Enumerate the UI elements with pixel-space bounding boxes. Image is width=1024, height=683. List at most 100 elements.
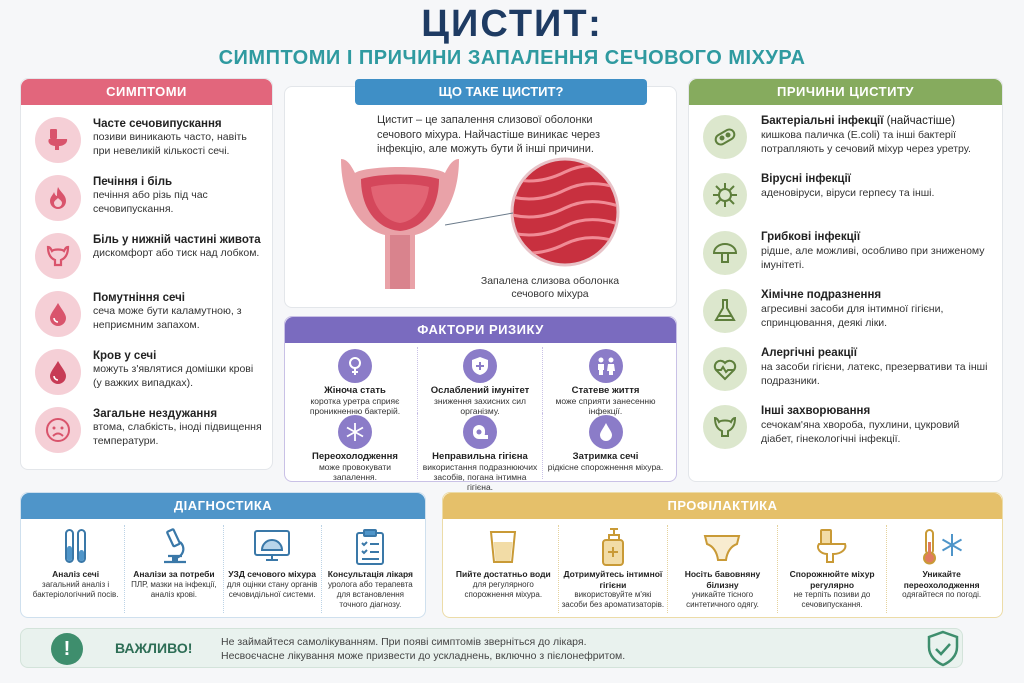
- important-banner: ! ВАЖЛИВО! Не займайтеся самолікуванням.…: [20, 628, 963, 668]
- symptom-desc: дискомфорт або тиск над лобком.: [93, 247, 260, 259]
- symptom-item: Печіння і біль печіння або різь під час …: [35, 171, 262, 229]
- prevention-heading: ПРОФІЛАКТИКА: [443, 493, 1002, 519]
- prevention-panel: ПРОФІЛАКТИКА Пийте достатньо води для ре…: [442, 492, 1003, 618]
- risk-title: Ослаблений імунітет: [430, 385, 530, 396]
- diagnostic-item: Аналізи за потреби ПЛР, мазки на інфекці…: [125, 525, 224, 613]
- couple-icon: [588, 349, 623, 383]
- underwear-icon: [671, 525, 774, 569]
- causes-heading: ПРИЧИНИ ЦИСТИТУ: [689, 79, 1002, 105]
- drop-icon: [588, 415, 623, 449]
- cause-desc: рідше, але можливі, особливо при знижено…: [761, 245, 985, 271]
- diagnostic-title: Консультація лікаря: [327, 569, 414, 579]
- symptom-desc: можуть з'являтися домішки крові (у важки…: [93, 363, 254, 389]
- symptom-title: Кров у сечі: [93, 350, 157, 362]
- symptoms-panel: СИМПТОМИ Часте сечовипускання позиви вин…: [20, 78, 273, 470]
- exclamation-icon: !: [51, 633, 83, 665]
- soap-bottle-icon: [562, 525, 665, 569]
- cause-item: Бактеріальні інфекції (найчастіше) кишко…: [703, 111, 992, 169]
- prevention-desc: використовуйте м'які засоби без ароматиз…: [561, 590, 665, 609]
- diagnostic-item: Консультація лікаря уролога або терапевт…: [322, 525, 419, 613]
- risk-item: Неправильна гігієна використання подразн…: [418, 413, 543, 492]
- cause-item: Хімічне подразнення агресивні засоби для…: [703, 285, 992, 343]
- female-icon: [338, 349, 372, 383]
- diagnostic-title: Аналізи за потреби: [133, 569, 215, 579]
- risk-item: Затримка сечі рідкісне спорожнення міхур…: [543, 413, 668, 479]
- prevention-title: Дотримуйтесь інтимної гігієни: [563, 569, 663, 590]
- cause-desc: сечокам'яна хвороба, пухлини, цукровий д…: [761, 419, 960, 445]
- important-line-1: Не займайтеся самолікуванням. При появі …: [221, 636, 587, 648]
- cause-desc: аденовіруси, віруси герпесу та інші.: [761, 187, 935, 199]
- symptom-title: Печіння і біль: [93, 176, 173, 188]
- diagnostics-heading: ДІАГНОСТИКА: [21, 493, 425, 519]
- diagnostic-title: УЗД сечового міхура: [228, 569, 316, 579]
- page-subtitle: СИМПТОМИ І ПРИЧИНИ ЗАПАЛЕННЯ СЕЧОВОГО МІ…: [218, 47, 806, 69]
- header: ЦИСТИТ: СИМПТОМИ І ПРИЧИНИ ЗАПАЛЕННЯ СЕЧ…: [0, 0, 1024, 70]
- microscope-icon: [128, 525, 219, 569]
- cause-item: Грибкові інфекції рідше, але можливі, ос…: [703, 227, 992, 285]
- risk-desc: може сприяти занесенню інфекції.: [555, 396, 656, 416]
- cause-item: Інші захворювання сечокам'яна хвороба, п…: [703, 401, 992, 459]
- symptom-title: Часте сечовипускання: [93, 118, 222, 130]
- diagnostic-desc: уролога або терапевта для встановлення т…: [327, 579, 413, 609]
- symptoms-heading: СИМПТОМИ: [21, 79, 272, 105]
- cause-item: Вірусні інфекції аденовіруси, віруси гер…: [703, 169, 992, 227]
- page-title: ЦИСТИТ:: [421, 3, 603, 45]
- diagnostic-item: Аналіз сечі загальний аналіз і бактеріол…: [27, 525, 126, 613]
- drop-icon: [35, 291, 81, 337]
- blood-drop-icon: [35, 349, 81, 395]
- risk-desc: використання подразнюючих засобів, поган…: [422, 462, 538, 492]
- risk-title: Статеве життя: [571, 385, 640, 396]
- symptom-desc: позиви виникають часто, навіть при невел…: [93, 131, 247, 157]
- test-tubes-icon: [30, 525, 121, 569]
- snowflake-icon: [338, 415, 372, 449]
- risk-desc: коротка уретра сприяє проникненню бактер…: [309, 396, 401, 416]
- prevention-item: Спорожнюйте міхур регулярно не терпіть п…: [778, 525, 888, 613]
- risk-title: Затримка сечі: [572, 451, 639, 462]
- diagnostics-panel: ДІАГНОСТИКА Аналіз сечі загальний аналіз…: [20, 492, 426, 618]
- prevention-desc: уникайте тісного синтетичного одягу.: [686, 590, 759, 609]
- symptom-desc: втома, слабкість, іноді підвищення темпе…: [93, 421, 262, 447]
- prevention-desc: для регулярного спорожнення міхура.: [464, 579, 543, 599]
- risk-title: Жіноча стать: [324, 385, 386, 396]
- causes-panel: ПРИЧИНИ ЦИСТИТУ Бактеріальні інфекції (н…: [688, 78, 1003, 482]
- flask-icon: [703, 289, 747, 333]
- whatis-text: Цистит – це запалення слизової оболонки …: [377, 114, 601, 155]
- symptom-item: Помутніння сечі сеча може бути каламутно…: [35, 287, 262, 345]
- symptom-desc: печіння або різь під час сечовипускання.: [93, 189, 208, 215]
- cause-title: Грибкові інфекції: [761, 231, 861, 243]
- prevention-title: Пийте достатньо води: [455, 569, 551, 579]
- prevention-title: Носіть бавовняну білизну: [684, 569, 761, 590]
- risk-item: Ослаблений імунітет зниження захисних си…: [418, 347, 543, 416]
- risk-desc: рідкісне спорожнення міхура.: [547, 462, 664, 472]
- symptom-title: Біль у нижній частині живота: [93, 234, 261, 246]
- symptoms-list: Часте сечовипускання позиви виникають ча…: [21, 105, 272, 461]
- whatis-heading: ЩО ТАКЕ ЦИСТИТ?: [355, 79, 647, 105]
- cause-item: Алергічні реакції на засоби гігієни, лат…: [703, 343, 992, 401]
- flame-icon: [35, 175, 81, 221]
- important-line-2: Несвоєчасне лікування може призвести до …: [221, 650, 626, 662]
- symptom-desc: сеча може бути каламутною, з неприємним …: [93, 305, 242, 331]
- bladder-icon: [35, 233, 81, 279]
- toilet-icon: [781, 525, 884, 569]
- symptom-item: Кров у сечі можуть з'являтися домішки кр…: [35, 345, 262, 403]
- cause-desc: на засоби гігієни, латекс, презервативи …: [761, 361, 988, 387]
- toilet-icon: [35, 117, 81, 163]
- ultrasound-monitor-icon: [227, 525, 318, 569]
- symptom-item: Загальне нездужання втома, слабкість, ін…: [35, 403, 262, 461]
- risk-factors-panel: ФАКТОРИ РИЗИКУ Жіноча стать коротка урет…: [284, 316, 677, 492]
- water-glass-icon: [452, 525, 555, 569]
- zoom-pointer-line: [445, 212, 514, 226]
- diagnostic-title: Аналіз сечі: [52, 569, 100, 579]
- important-text: Не займайтеся самолікуванням. При появі …: [221, 635, 625, 663]
- whatis-panel: ЩО ТАКЕ ЦИСТИТ? Цистит – це запалення сл…: [284, 79, 677, 308]
- prevention-item: Дотримуйтесь інтимної гігієни використов…: [559, 525, 669, 613]
- prevention-title: Спорожнюйте міхур регулярно: [789, 569, 875, 590]
- bladder-icon: [703, 405, 747, 449]
- diagnostic-desc: для оцінки стану органів сечовидільної с…: [226, 579, 318, 599]
- cause-title: Вірусні інфекції: [761, 173, 851, 185]
- risk-desc: зниження захисних сил організму.: [434, 396, 526, 416]
- bladder-illustration: [335, 149, 465, 294]
- prevention-item: Пийте достатньо води для регулярного спо…: [449, 525, 559, 613]
- symptom-item: Біль у нижній частині живота дискомфорт …: [35, 229, 262, 287]
- thermometer-snow-icon: [890, 525, 993, 569]
